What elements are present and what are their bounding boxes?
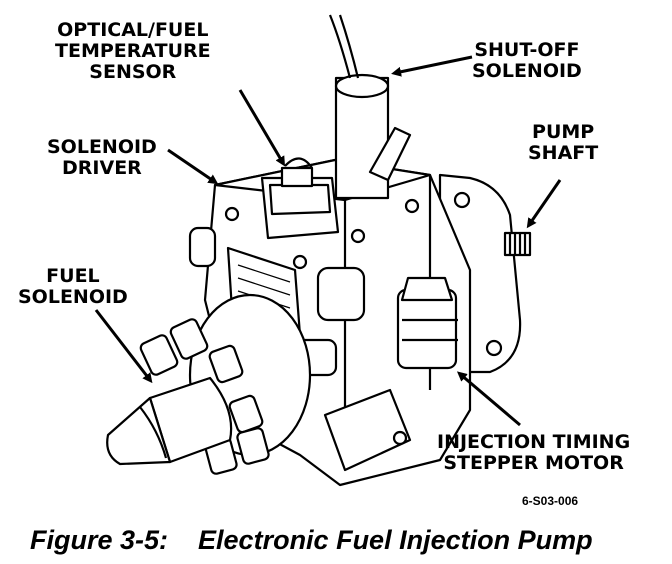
stepper-motor-band xyxy=(402,318,458,342)
solenoid-wires xyxy=(328,14,360,79)
outlet-fitting xyxy=(236,427,270,465)
figure-caption: Figure 3-5: Electronic Fuel Injection Pum… xyxy=(30,525,593,556)
pump-shaft-thread xyxy=(508,233,527,255)
sensor-plug xyxy=(280,166,314,188)
boss-bolt xyxy=(350,228,366,244)
lower-bolt xyxy=(392,430,408,446)
side-plug xyxy=(188,226,217,268)
stepper-motor-cap xyxy=(400,276,454,302)
outlet-fittings xyxy=(139,318,270,475)
label-solenoid-driver: SOLENOID DRIVER xyxy=(47,136,157,179)
injection-pump-illustration xyxy=(94,14,562,487)
leader-optical-sensor xyxy=(238,89,286,167)
flange-bolt-hole xyxy=(485,339,503,357)
label-fuel-solenoid: FUEL SOLENOID xyxy=(18,265,128,308)
cover-plate xyxy=(316,266,366,322)
boss-bolt xyxy=(292,254,308,270)
solenoid-seam xyxy=(139,406,168,459)
lower-housing xyxy=(323,388,412,472)
shutoff-solenoid-top xyxy=(334,73,390,99)
boss-bolt xyxy=(224,206,240,222)
boss-bolt xyxy=(404,198,420,214)
outlet-fitting xyxy=(208,344,244,384)
leader-pump-shaft xyxy=(526,179,562,229)
figure-number: Figure 3-5: xyxy=(30,525,169,555)
fuel-solenoid-body xyxy=(148,376,233,464)
fuel-fitting xyxy=(368,126,412,182)
flange-bolt-hole xyxy=(453,191,471,209)
leader-solenoid-driver xyxy=(167,148,219,185)
label-pump-shaft: PUMP SHAFT xyxy=(528,121,599,164)
label-stepper-motor: INJECTION TIMING STEPPER MOTOR xyxy=(437,431,631,474)
reference-code: 6-S03-006 xyxy=(522,494,579,508)
timing-stepper-motor xyxy=(396,288,458,370)
pump-shaft-body xyxy=(503,231,532,257)
outlet-fitting xyxy=(169,318,209,360)
leader-fuel-solenoid xyxy=(94,309,153,384)
outlet-fitting xyxy=(139,334,179,376)
figure-title: Electronic Fuel Injection Pump xyxy=(198,525,593,555)
label-shutoff-solenoid: SHUT-OFF SOLENOID xyxy=(472,39,582,82)
fuel-solenoid-tip xyxy=(106,396,172,466)
label-optical-sensor: OPTICAL/FUEL TEMPERATURE SENSOR xyxy=(55,19,211,83)
leader-shutoff-solenoid xyxy=(391,55,473,77)
optical-sensor-cap xyxy=(268,183,332,216)
sensor-connector xyxy=(284,157,313,169)
leader-stepper-motor xyxy=(456,371,521,427)
